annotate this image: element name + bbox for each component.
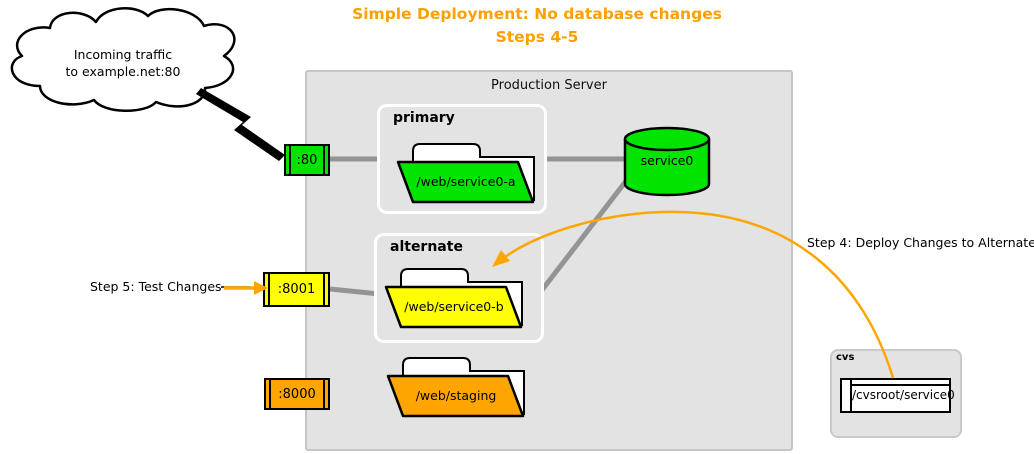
cvs-repository-box <box>840 378 951 413</box>
primary-folder-label: /web/service0-a <box>416 174 516 189</box>
cloud-caption: Incoming traffic to example.net:80 <box>32 46 214 80</box>
port-8000-box: :8000 <box>264 378 330 410</box>
port-8001-label: :8001 <box>277 282 316 297</box>
lightning-bolt-icon <box>196 88 285 161</box>
port-80-label: :80 <box>296 152 318 168</box>
cloud-caption-line-2: to example.net:80 <box>65 64 181 79</box>
cvs-box-label: cvs <box>836 352 855 363</box>
alternate-folder-label: /web/service0-b <box>404 299 504 314</box>
port-80-box: :80 <box>284 144 330 176</box>
primary-group-label: primary <box>393 110 455 126</box>
cvs-repository-label: /cvsroot/service0 <box>852 388 955 402</box>
diagram-title: Simple Deployment: No database changes S… <box>187 3 887 49</box>
port-8001-box: :8001 <box>263 272 330 307</box>
cloud-caption-line-1: Incoming traffic <box>73 47 173 62</box>
production-server-label: Production Server <box>491 78 607 93</box>
staging-folder-label: /web/staging <box>415 388 497 403</box>
port-8000-label: :8000 <box>278 386 316 402</box>
database-label: service0 <box>640 153 694 168</box>
title-line-1: Simple Deployment: No database changes <box>352 5 722 23</box>
step4-annotation: Step 4: Deploy Changes to Alternate <box>807 235 1034 250</box>
step5-annotation: Step 5: Test Changes <box>90 279 222 294</box>
title-line-2: Steps 4-5 <box>495 28 579 46</box>
alternate-group-label: alternate <box>390 239 463 255</box>
